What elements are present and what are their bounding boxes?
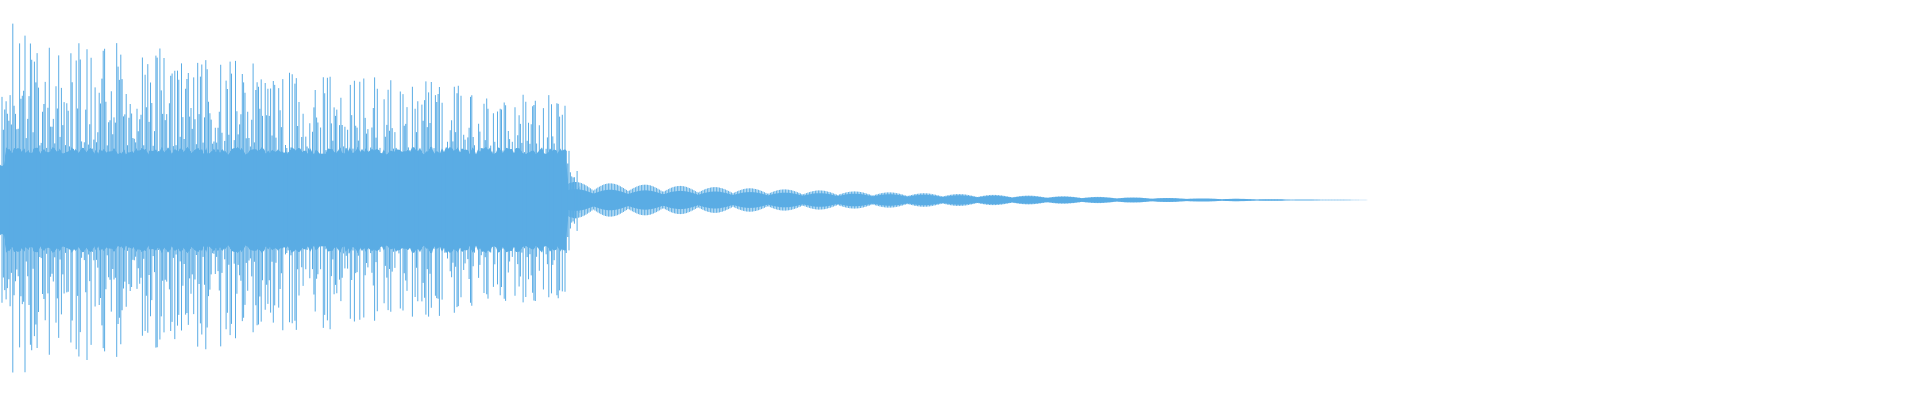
- waveform-tail: [565, 182, 1359, 218]
- waveform-spikes: [1, 23, 586, 373]
